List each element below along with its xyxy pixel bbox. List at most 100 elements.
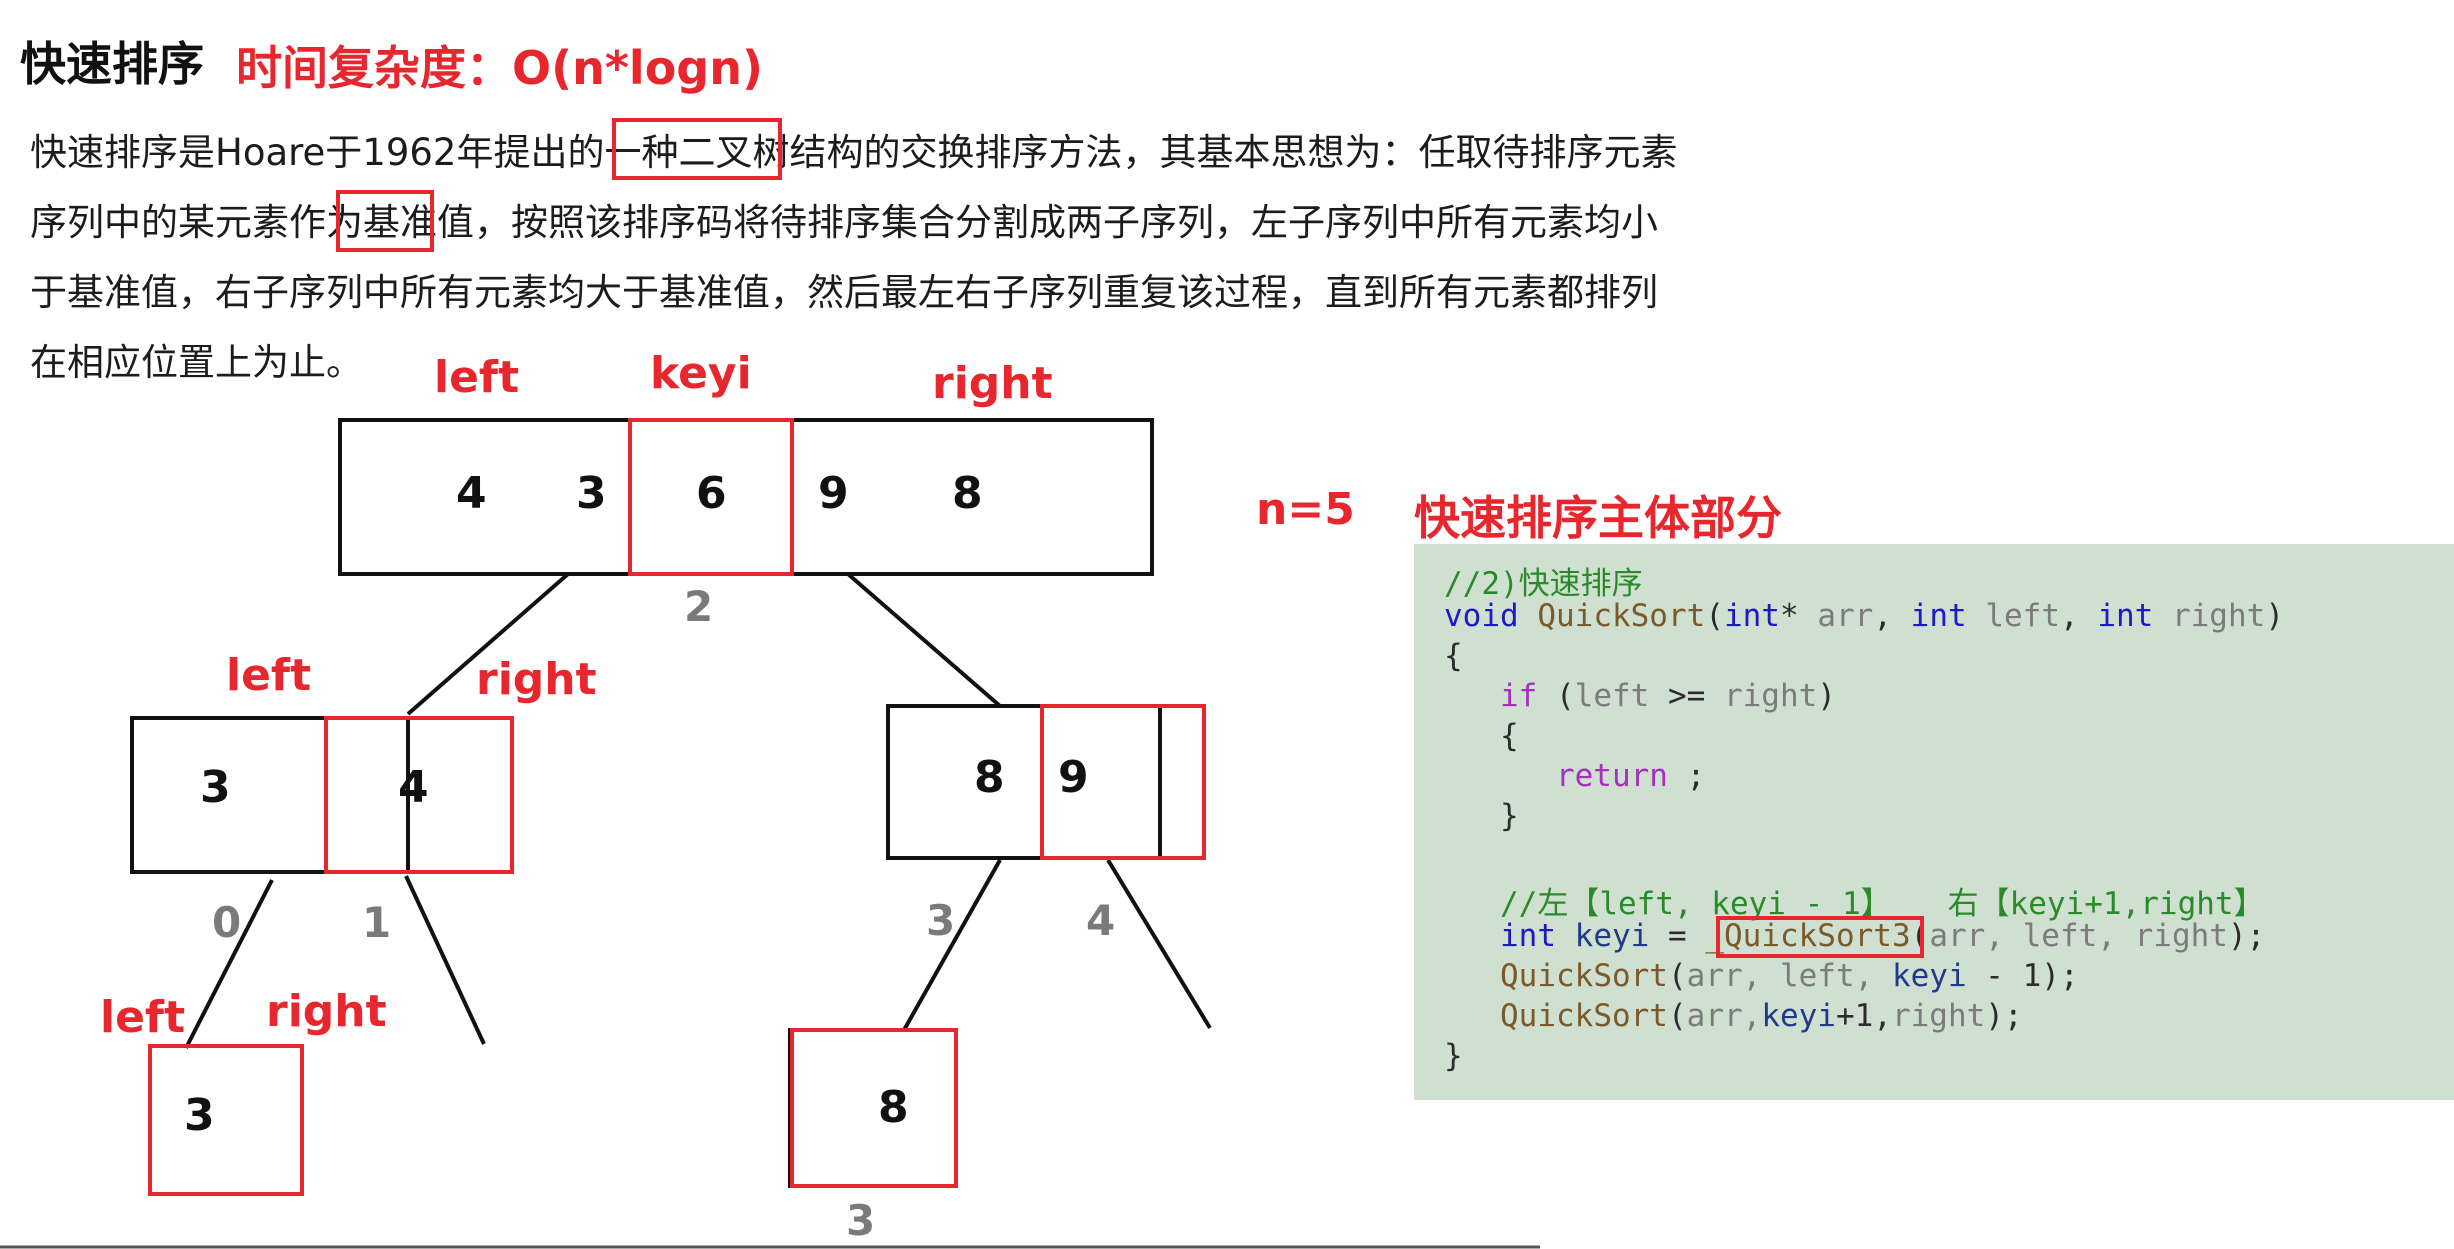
code-token: int — [1723, 598, 1780, 634]
code-brace-open: { — [1444, 638, 1463, 674]
code-token: ); — [1985, 998, 2023, 1034]
code-brace-close: } — [1444, 1038, 1463, 1074]
code-panel — [1414, 544, 2454, 1100]
root-left-label: left — [434, 352, 520, 403]
root-keyi-label: keyi — [650, 348, 752, 399]
root-pivot-box — [628, 418, 794, 576]
code-token: , — [2059, 598, 2098, 634]
intro-text: 序列中的某元素作为 — [30, 201, 363, 244]
code-token: int — [1910, 598, 1967, 634]
highlight-box-binary-tree — [612, 118, 782, 180]
left-child-index: 0 — [212, 898, 242, 947]
code-token: right — [1723, 678, 1818, 714]
code-token: int — [1500, 918, 1556, 954]
code-token: keyi — [1574, 918, 1650, 954]
left-child-value: 4 — [398, 762, 429, 813]
code-token: ( — [1667, 998, 1687, 1034]
left-leaf-right-label: right — [266, 986, 387, 1037]
code-token: ( — [1537, 678, 1575, 714]
right-leaf-value: 8 — [878, 1082, 909, 1133]
code-token: +1, — [1835, 998, 1892, 1034]
right-child-value: 8 — [974, 752, 1005, 803]
code-comment: //2)快速排序 — [1444, 566, 1643, 602]
highlight-pivot: 基准值 — [363, 201, 474, 244]
left-child-index: 1 — [362, 898, 392, 947]
code-highlight-box — [1716, 916, 1924, 958]
code-line-if: if (left >= right) — [1444, 678, 1836, 714]
left-leaf-box — [148, 1044, 304, 1196]
page-title: 快速排序 — [20, 37, 204, 91]
code-token: left — [1574, 678, 1650, 714]
left-child-right-label: right — [476, 654, 597, 705]
left-leaf-left-label: left — [100, 992, 186, 1043]
code-token: //左【left, keyi - 1】 右【keyi+1,right】 — [1500, 886, 2265, 922]
left-child-pivot-box — [324, 716, 514, 874]
root-key-index: 2 — [684, 582, 714, 631]
code-token: right — [1891, 998, 1986, 1034]
highlight-box-pivot — [336, 190, 434, 252]
left-child-left-label: left — [226, 650, 312, 701]
code-comment-ranges: //左【left, keyi - 1】 右【keyi+1,right】 — [1444, 878, 2265, 923]
code-token: = — [1649, 918, 1706, 954]
root-value: 3 — [576, 468, 607, 519]
right-child-pivot-box — [1040, 704, 1206, 860]
code-token: { — [1500, 718, 1519, 754]
intro-text: 的交换排序方法，其基本思想为：任取待排序元素 — [863, 131, 1678, 174]
complexity-title: 时间复杂度：O(n*logn) — [236, 41, 764, 95]
code-token: QuickSort — [1500, 958, 1668, 994]
code-line-call2: QuickSort(arr,keyi+1,right); — [1444, 998, 2023, 1034]
root-value: 8 — [952, 468, 983, 519]
code-line-call1: QuickSort(arr, left, keyi - 1); — [1444, 958, 2079, 994]
code-line-assign: int keyi = _QuickSort3(arr, left, right)… — [1444, 918, 2265, 954]
code-token: * — [1779, 598, 1799, 634]
code-token: ); — [2227, 918, 2266, 954]
intro-paragraph: 快速排序是Hoare于1962年提出的一种二叉树结构的交换排序方法，其基本思想为… — [30, 118, 1677, 398]
code-line-return: return ; — [1444, 758, 1705, 794]
root-value: 9 — [818, 468, 849, 519]
code-token: return — [1555, 758, 1668, 794]
intro-line-1: 快速排序是Hoare于1962年提出的一种二叉树结构的交换排序方法，其基本思想为… — [30, 118, 1677, 188]
code-token: , — [1873, 598, 1911, 634]
root-right-label: right — [932, 358, 1053, 409]
code-token: ( — [1910, 918, 1930, 954]
code-line-signature: void QuickSort(int* arr, int left, int r… — [1444, 598, 2284, 634]
code-token: arr, left, right — [1929, 918, 2228, 954]
code-token: keyi — [1761, 998, 1836, 1034]
intro-line-4: 在相应位置上为止。 — [30, 341, 363, 384]
code-token: ) — [1817, 678, 1836, 714]
highlight-binary-tree: 二叉树结构 — [678, 131, 864, 174]
code-token: QuickSort — [1500, 998, 1668, 1034]
right-child-box — [886, 704, 1162, 860]
left-leaf-value: 3 — [184, 1090, 215, 1141]
code-inner-open: { — [1444, 718, 1519, 754]
n-label: n=5 — [1256, 484, 1355, 535]
right-child-index: 3 — [926, 896, 956, 945]
code-token-highlighted: _QuickSort3 — [1705, 918, 1911, 954]
code-token: arr, left, — [1686, 958, 1892, 994]
code-token: } — [1500, 798, 1519, 834]
code-token: left — [1985, 598, 2060, 634]
code-heading: 快速排序主体部分 — [1414, 491, 1782, 545]
left-child-value: 3 — [200, 762, 231, 813]
code-token: >= — [1649, 678, 1724, 714]
intro-line-3: 于基准值，右子序列中所有元素均大于基准值，然后最左右子序列重复该过程，直到所有元… — [30, 271, 1658, 314]
root-value: 6 — [696, 468, 727, 519]
code-token: arr, — [1686, 998, 1762, 1034]
code-token: - 1); — [1966, 958, 2079, 994]
code-token: keyi — [1891, 958, 1967, 994]
intro-text: ，按照该排序码将待排序集合分割成两子序列，左子序列中所有元素均小 — [474, 201, 1658, 244]
code-token: ) — [2265, 598, 2284, 634]
intro-line-2: 序列中的某元素作为基准值，按照该排序码将待排序集合分割成两子序列，左子序列中所有… — [30, 188, 1658, 258]
right-child-index: 4 — [1086, 896, 1116, 945]
code-inner-close: } — [1444, 798, 1519, 834]
code-token: arr — [1817, 598, 1874, 634]
intro-text: 快速排序是Hoare于1962年提出的一种 — [30, 131, 679, 174]
left-child-box — [130, 716, 410, 874]
root-value: 4 — [456, 468, 487, 519]
right-leaf-index: 3 — [846, 1196, 876, 1245]
right-leaf-highlight-box — [790, 1028, 958, 1188]
code-token: QuickSort — [1537, 598, 1706, 634]
right-child-value: 9 — [1058, 752, 1089, 803]
code-token: ( — [1667, 958, 1687, 994]
